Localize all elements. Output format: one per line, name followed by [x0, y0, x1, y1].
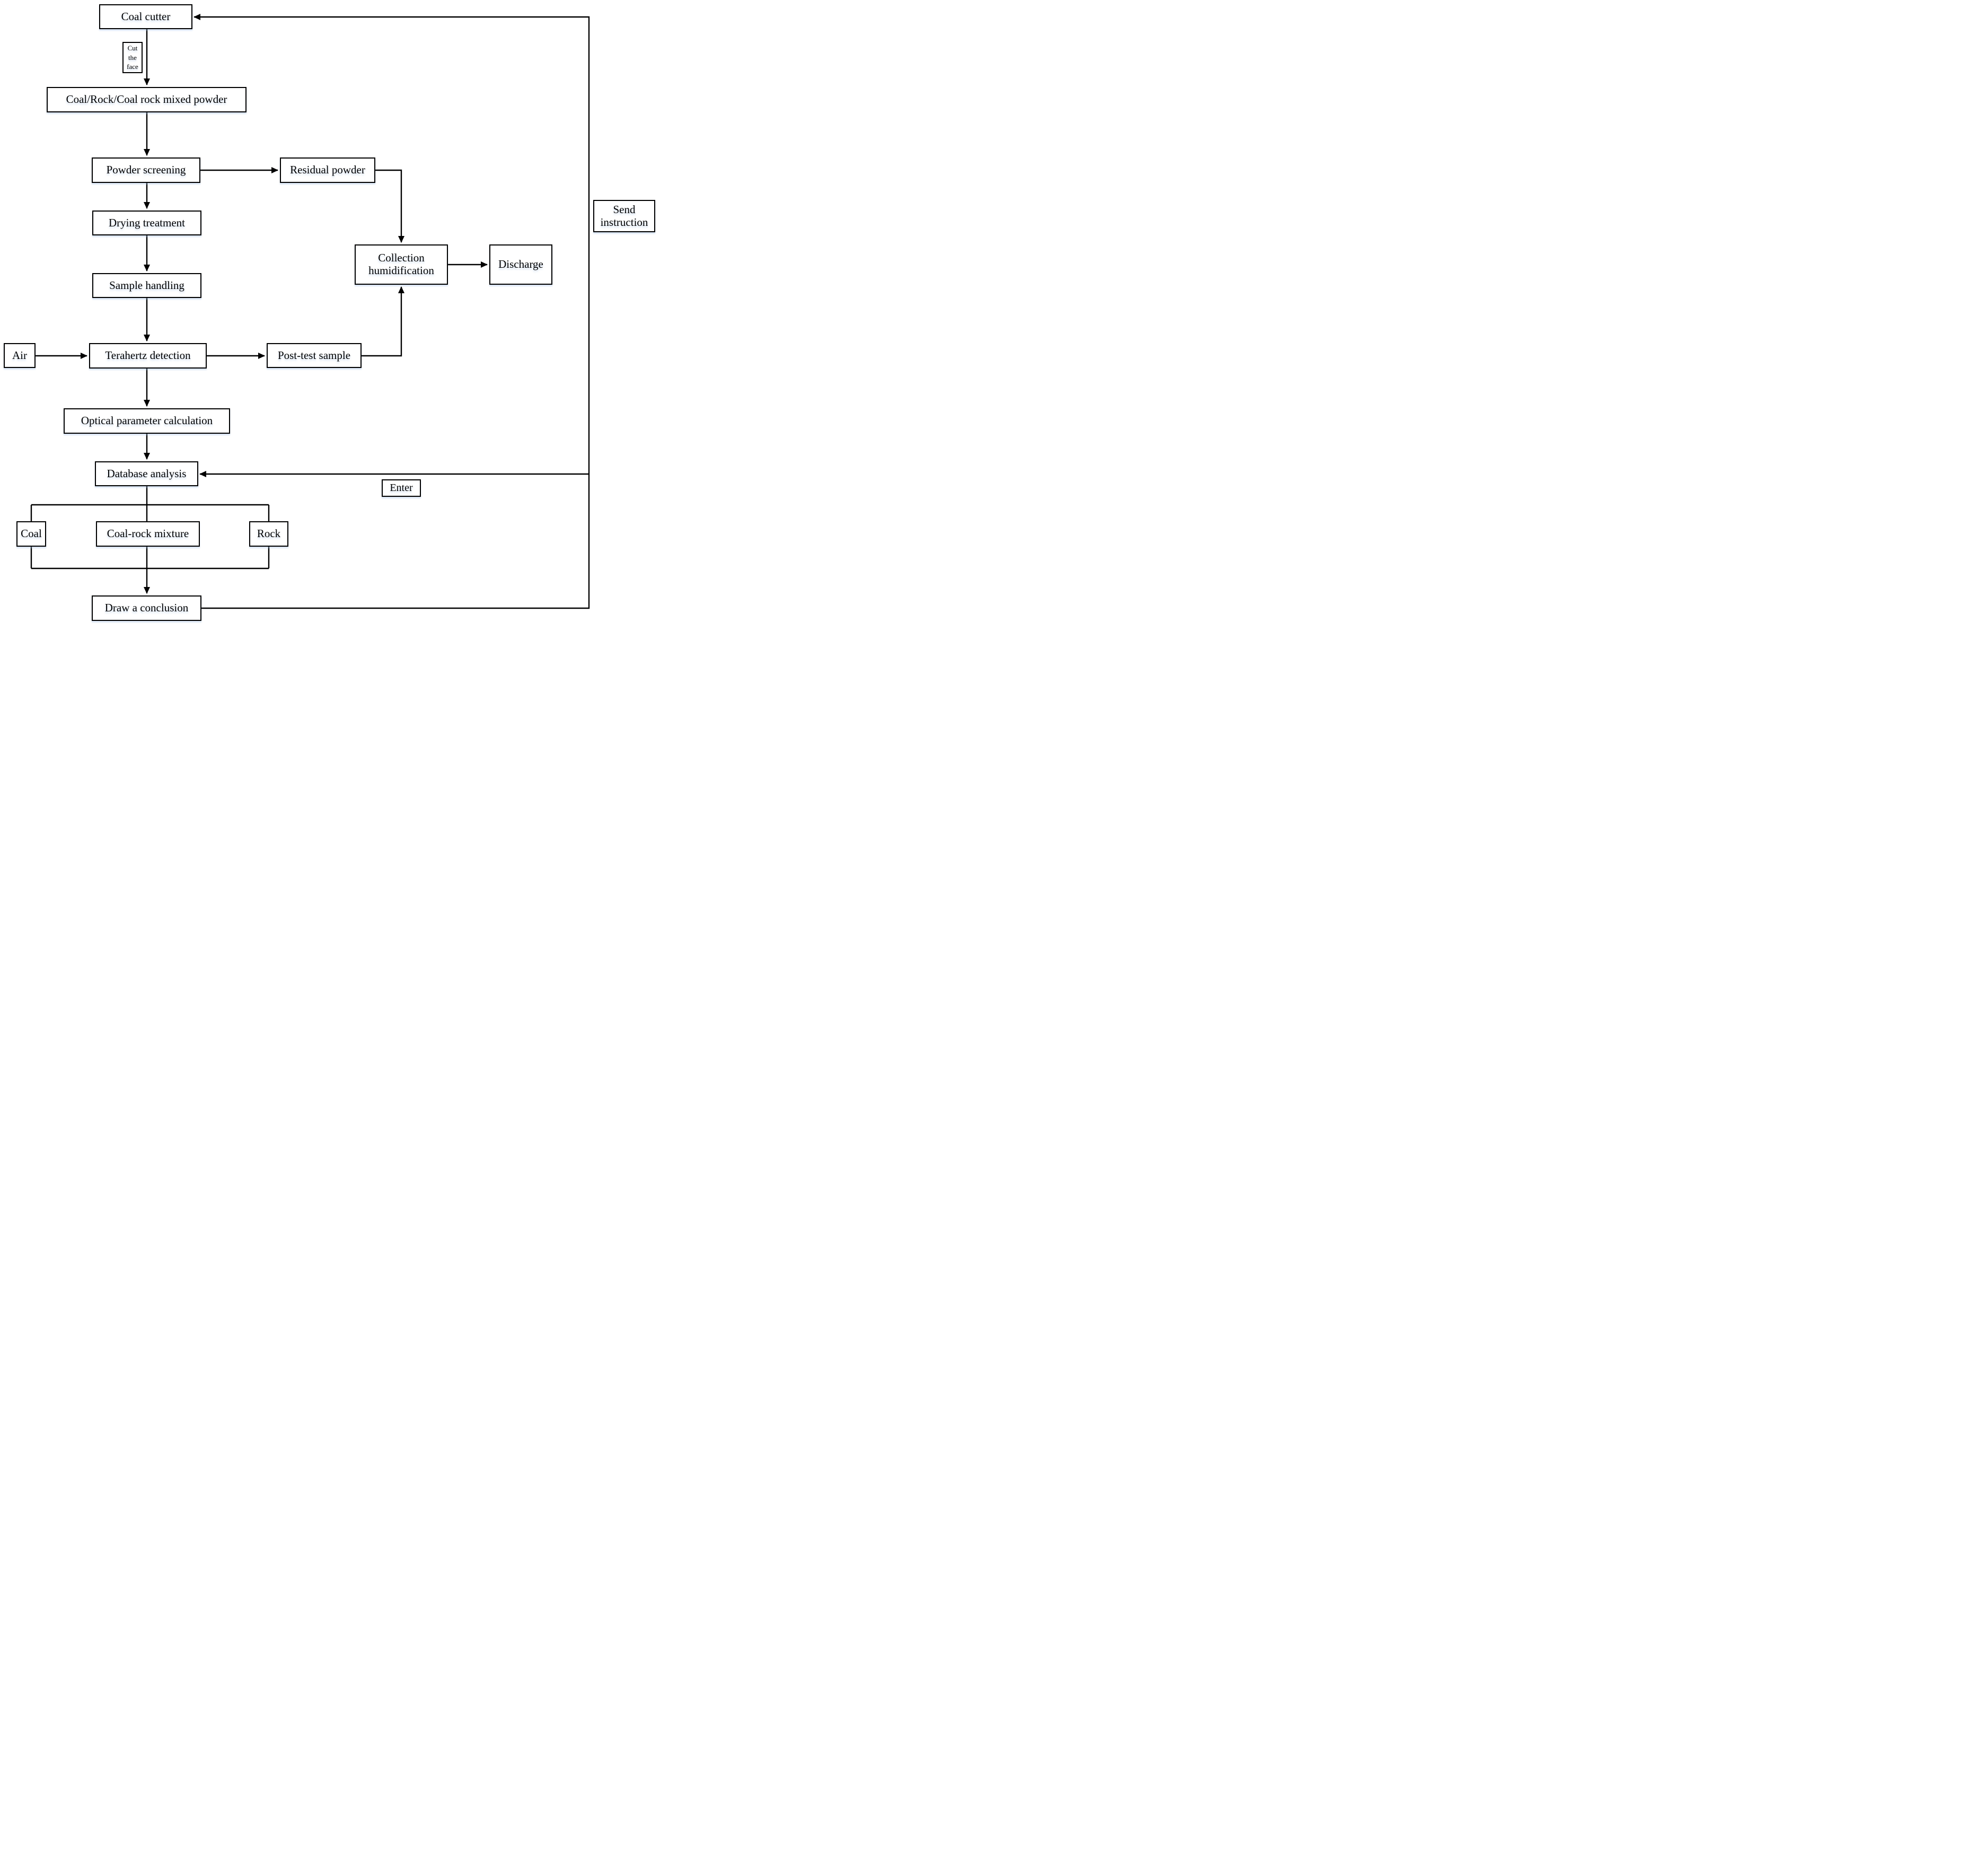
edge-label-send-instruction-text: Send instruction [600, 203, 648, 229]
node-rock-label: Rock [257, 527, 281, 540]
flowchart-canvas: Coal cutter Cut the face Coal/Rock/Coal … [0, 0, 660, 626]
edge-label-cut-the-face-text: Cut the face [127, 44, 138, 71]
node-coal: Coal [16, 521, 46, 547]
node-residual-powder-label: Residual powder [290, 163, 365, 177]
node-rock: Rock [249, 521, 288, 547]
node-powder-screening: Powder screening [92, 157, 200, 183]
node-optical-parameter-calculation-label: Optical parameter calculation [81, 414, 213, 427]
node-sample-handling: Sample handling [92, 273, 201, 298]
node-coal-cutter: Coal cutter [99, 4, 192, 29]
edge-residual-to-collection [375, 169, 404, 243]
node-optical-parameter-calculation: Optical parameter calculation [64, 408, 230, 434]
node-coal-cutter-label: Coal cutter [121, 10, 171, 23]
node-terahertz-detection-label: Terahertz detection [105, 349, 191, 362]
node-discharge: Discharge [489, 244, 552, 285]
node-post-test-sample: Post-test sample [267, 343, 362, 368]
node-discharge-label: Discharge [498, 258, 543, 271]
edge-label-cut-the-face: Cut the face [122, 42, 143, 73]
node-coal-label: Coal [21, 527, 42, 540]
edge-label-enter-text: Enter [390, 482, 413, 494]
edge-label-enter: Enter [382, 479, 421, 497]
node-draw-a-conclusion-label: Draw a conclusion [104, 601, 189, 615]
edge-conclusion-to-coalcutter [193, 14, 590, 609]
node-mixed-powder-label: Coal/Rock/Coal rock mixed powder [66, 93, 227, 106]
edge-label-send-instruction: Send instruction [593, 200, 655, 232]
node-post-test-sample-label: Post-test sample [277, 348, 351, 362]
node-coal-rock-coal-rock-mixed-powder: Coal/Rock/Coal rock mixed powder [47, 87, 247, 112]
edge-posttest-to-collection [362, 286, 404, 357]
node-draw-a-conclusion: Draw a conclusion [92, 595, 201, 621]
node-terahertz-detection: Terahertz detection [89, 343, 207, 369]
node-coal-rock-mixture: Coal-rock mixture [96, 521, 200, 547]
node-collection-humidification: Collection humidification [355, 244, 448, 285]
node-collection-humidification-label: Collection humidification [368, 251, 434, 277]
node-residual-powder: Residual powder [280, 157, 375, 183]
node-database-analysis: Database analysis [95, 461, 198, 486]
node-air: Air [4, 343, 36, 368]
flowchart-edges [30, 14, 590, 609]
node-powder-screening-label: Powder screening [106, 163, 186, 177]
node-drying-treatment-label: Drying treatment [108, 216, 186, 229]
node-air-label: Air [12, 348, 27, 362]
node-drying-treatment: Drying treatment [92, 211, 201, 235]
node-database-analysis-label: Database analysis [107, 467, 187, 480]
node-coal-rock-mixture-label: Coal-rock mixture [107, 527, 189, 540]
node-sample-handling-label: Sample handling [109, 278, 184, 292]
